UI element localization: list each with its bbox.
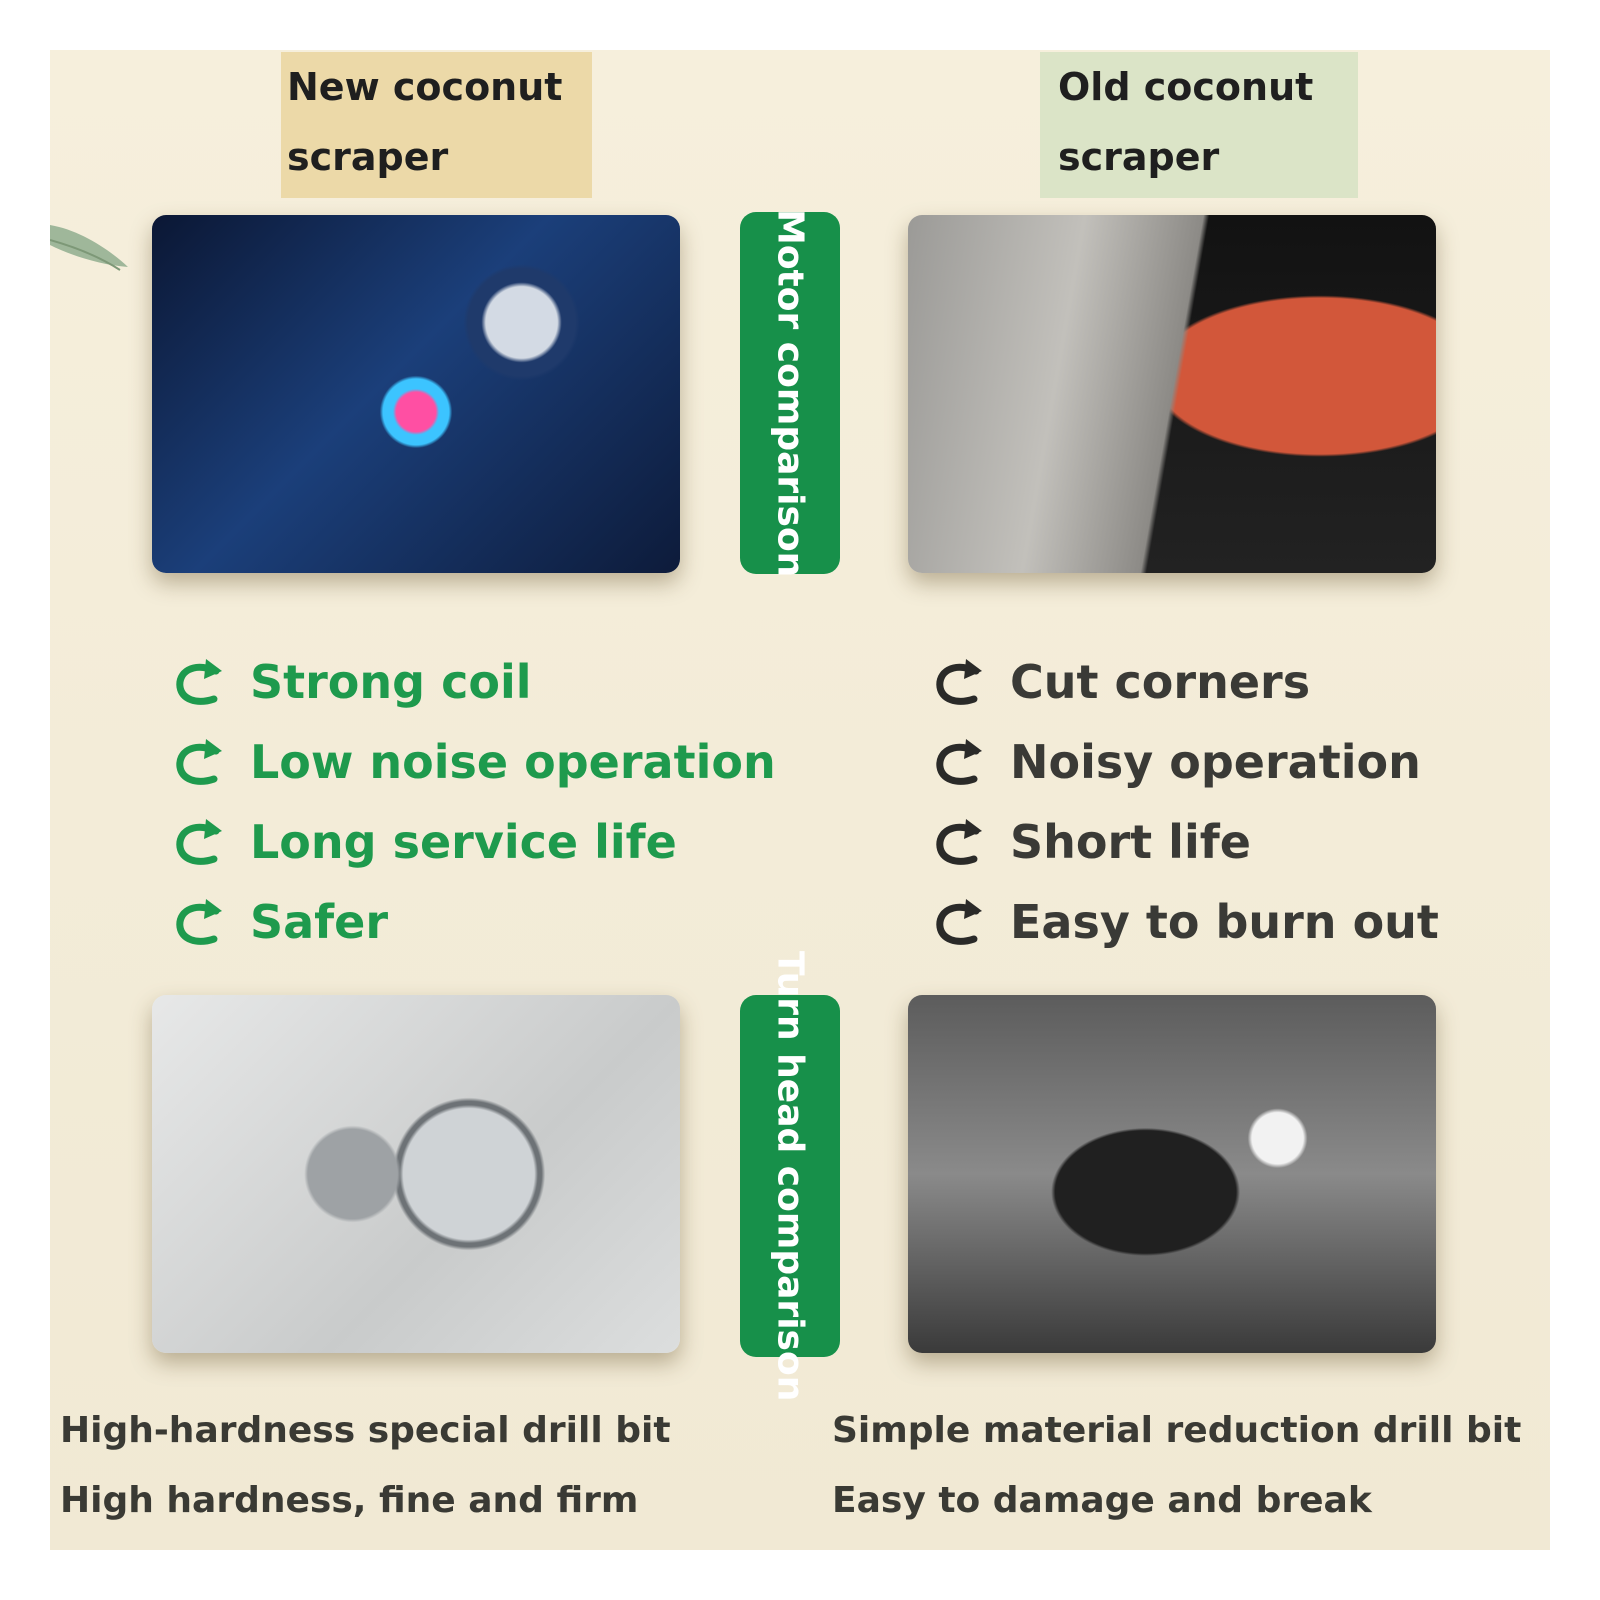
old-feature-text: Easy to burn out — [1010, 895, 1439, 949]
old-feature-text: Cut corners — [1010, 655, 1311, 709]
new-feature-item: Low noise operation — [172, 732, 776, 792]
curved-arrow-icon — [176, 899, 222, 945]
old-feature-item: Cut corners — [932, 652, 1310, 712]
new-feature-text: Safer — [250, 895, 389, 949]
curved-arrow-icon — [176, 819, 222, 865]
old-caption-line2: Easy to damage and break — [832, 1480, 1372, 1521]
curved-arrow-icon — [936, 659, 982, 705]
new-feature-item: Long service life — [172, 812, 677, 872]
old-feature-item: Noisy operation — [932, 732, 1421, 792]
head-comparison-text: Turn head comparison — [769, 950, 811, 1402]
head-comparison-label: Turn head comparison — [740, 951, 840, 1401]
old-header-line1: Old coconut — [1058, 65, 1314, 109]
old-header-line2: scraper — [1058, 135, 1220, 179]
new-caption-line1: High-hardness special drill bit — [60, 1410, 671, 1451]
old-drill-head-photo — [908, 995, 1436, 1353]
old-scraper-header: Old coconut scraper — [1040, 52, 1358, 198]
new-caption-line2: High hardness, fine and firm — [60, 1480, 639, 1521]
new-scraper-header: New coconut scraper — [281, 52, 592, 198]
old-feature-item: Short life — [932, 812, 1251, 872]
old-feature-text: Short life — [1010, 815, 1251, 869]
curved-arrow-icon — [176, 739, 222, 785]
old-motor-photo — [908, 215, 1436, 573]
new-feature-item: Safer — [172, 892, 388, 952]
curved-arrow-icon — [936, 739, 982, 785]
new-header-line1: New coconut — [287, 65, 563, 109]
new-feature-text: Strong coil — [250, 655, 532, 709]
leaf-decoration-icon — [50, 225, 128, 271]
motor-comparison-text: Motor comparison — [769, 208, 811, 578]
curved-arrow-icon — [936, 819, 982, 865]
old-feature-item: Easy to burn out — [932, 892, 1439, 952]
new-motor-photo — [152, 215, 680, 573]
new-feature-item: Strong coil — [172, 652, 532, 712]
new-drill-head-photo — [152, 995, 680, 1353]
old-caption-line1: Simple material reduction drill bit — [832, 1410, 1522, 1451]
new-feature-text: Low noise operation — [250, 735, 776, 789]
new-header-line2: scraper — [287, 135, 449, 179]
curved-arrow-icon — [176, 659, 222, 705]
curved-arrow-icon — [936, 899, 982, 945]
new-feature-text: Long service life — [250, 815, 677, 869]
old-feature-text: Noisy operation — [1010, 735, 1421, 789]
motor-comparison-label: Motor comparison — [740, 208, 840, 578]
